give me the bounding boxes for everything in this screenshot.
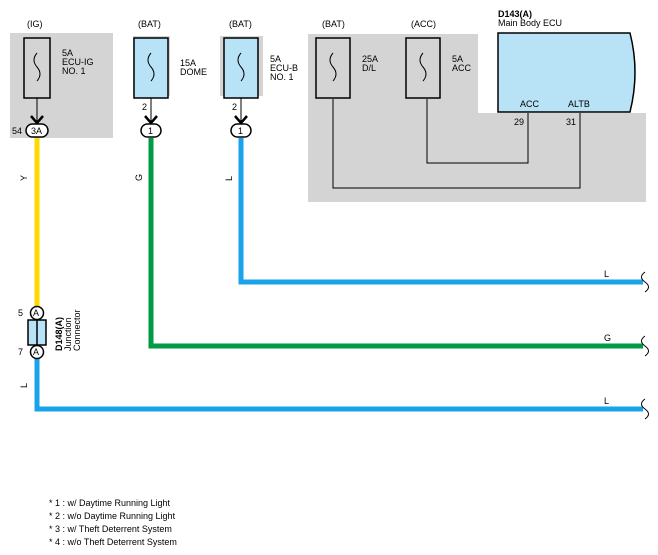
- fuse-ig-name1: ECU-IG: [62, 57, 94, 67]
- fuse-ecub-name1: ECU-B: [270, 63, 298, 73]
- note-1: * 1 : w/ Daytime Running Light: [49, 498, 171, 508]
- main-body-ecu: [497, 32, 636, 113]
- ecu-pin-label-altb: ALTB: [568, 99, 590, 109]
- fuse-acc-source: (ACC): [411, 19, 436, 29]
- wire-label-right-l-top: L: [604, 269, 609, 279]
- fuse-acc-rating: 5A: [452, 54, 463, 64]
- fuse-dome-rating: 15A: [180, 58, 196, 68]
- junction-name2: Connector: [72, 309, 82, 351]
- wire-label-junction-l: L: [19, 383, 29, 388]
- fuse-ig-rating: 5A: [62, 48, 73, 58]
- wire-label-y: Y: [19, 175, 29, 181]
- fuse-ig-name2: NO. 1: [62, 66, 86, 76]
- fuse-dome-name: DOME: [180, 67, 207, 77]
- fuse-acc: [405, 37, 441, 99]
- ecu-pin-number-31: 31: [566, 117, 576, 127]
- fuse-dl: [315, 37, 351, 99]
- ig-arrow-icon: [30, 115, 44, 125]
- fuse-ig-pin: 54: [12, 126, 22, 136]
- ecu-name: Main Body ECU: [498, 18, 562, 28]
- note-3: * 3 : w/ Theft Deterrent System: [49, 524, 172, 534]
- junction-id: D148(A): [54, 317, 64, 351]
- fuse-ig-source: (IG): [27, 19, 43, 29]
- connector-dome-1: 1: [140, 123, 162, 138]
- note-2: * 2 : w/o Daytime Running Light: [49, 511, 176, 521]
- fuse-dome-source: (BAT): [138, 19, 161, 29]
- ecu-pin-label-acc: ACC: [520, 99, 540, 109]
- wire-break-icon: [641, 398, 649, 420]
- fuse-dome-pin: 2: [142, 102, 147, 112]
- fuse-ecu-ig: [23, 37, 51, 123]
- dome-arrow-icon: [144, 115, 158, 125]
- wire-blue-bottom: [34, 359, 643, 412]
- note-4: * 4 : w/o Theft Deterrent System: [49, 537, 177, 547]
- fuse-dl-name: D/L: [362, 63, 376, 73]
- wire-label-l: L: [224, 176, 234, 181]
- ecub-arrow-icon: [234, 115, 248, 125]
- ecu-area-panel: [308, 34, 646, 202]
- wire-label-right-l-bottom: L: [604, 396, 609, 406]
- junction-pin-top: 5: [18, 308, 23, 318]
- svg-text:1: 1: [148, 126, 153, 136]
- wire-blue-top: [238, 138, 643, 285]
- ecu-wire-dl-altb: [332, 99, 581, 189]
- svg-text:A: A: [33, 347, 39, 357]
- ecu-pin-number-29: 29: [514, 117, 524, 127]
- fuse-ecub-rating: 5A: [270, 54, 281, 64]
- junction-name1: Junction: [63, 317, 73, 351]
- wire-label-right-g: G: [604, 333, 611, 343]
- wire-label-g: G: [134, 174, 144, 181]
- junction-connector: A A: [27, 305, 47, 360]
- fuse-dome: [133, 37, 169, 123]
- wire-green: [148, 138, 643, 349]
- svg-text:3A: 3A: [31, 126, 42, 136]
- ecu-wire-acc: [426, 99, 529, 164]
- svg-text:1: 1: [238, 126, 243, 136]
- junction-pin-bottom: 7: [18, 347, 23, 357]
- fuse-ecub-pin: 2: [232, 102, 237, 112]
- connector-ecub-1: 1: [230, 123, 252, 138]
- fuse-dl-rating: 25A: [362, 54, 378, 64]
- svg-text:A: A: [33, 308, 39, 318]
- fuse-ecub-name2: NO. 1: [270, 72, 294, 82]
- fuse-dl-source: (BAT): [322, 19, 345, 29]
- wire-break-icon: [641, 335, 649, 357]
- fuse-acc-name: ACC: [452, 63, 472, 73]
- connector-3a: 3A: [25, 123, 49, 138]
- fuse-ecub-source: (BAT): [229, 19, 252, 29]
- wire-break-icon: [641, 271, 649, 293]
- ecu-id: D143(A): [498, 9, 532, 19]
- fuse-ecu-b: [223, 37, 259, 123]
